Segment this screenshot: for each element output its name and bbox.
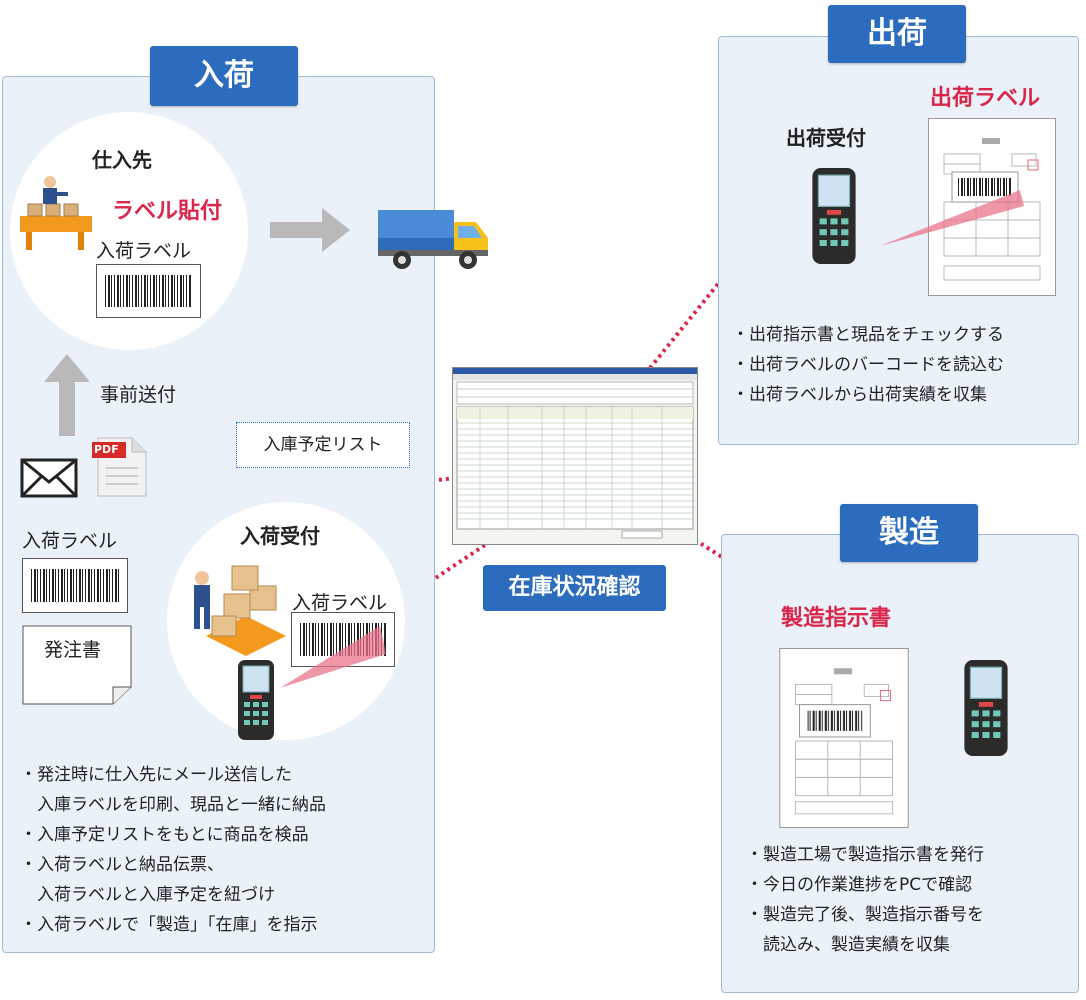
inventory-check-label: 在庫状況確認 <box>483 565 666 611</box>
order-doc: 発注書 <box>22 625 132 705</box>
seizo-bullet-4: 読込み、製造実績を収集 <box>746 935 950 955</box>
worker-conveyor-icon <box>20 176 92 250</box>
arrow-up-icon <box>44 354 90 436</box>
nyuka-label-receive-text: 入荷ラベル <box>292 592 388 614</box>
order-doc-text: 発注書 <box>44 639 102 661</box>
seizo-bullets: ・製造工場で製造指示書を発行 ・今日の作業進捗をPCで確認 ・製造完了後、製造指… <box>746 840 984 960</box>
seizo-scanner-icon <box>964 660 1008 756</box>
shukka-label-text: 出荷ラベル <box>930 86 1041 111</box>
manufacturing-document-icon <box>779 648 909 828</box>
seizo-instruction-text: 製造指示書 <box>781 606 892 631</box>
shukka-receive-label: 出荷受付 <box>786 126 866 150</box>
worker-boxes-icon <box>194 565 286 656</box>
nyuka-label-top-barcode <box>96 264 201 318</box>
advance-send-text: 事前送付 <box>100 384 177 406</box>
inventory-screen-thumbnail <box>452 367 698 545</box>
nyuka-header: 入荷 <box>150 46 298 106</box>
supplier-label: 仕入先 <box>92 148 152 172</box>
nyuka-label-left-text: 入荷ラベル <box>22 530 118 552</box>
shukka-header: 出荷 <box>828 5 966 63</box>
mail-icon <box>20 458 78 498</box>
scan-beam <box>280 626 386 688</box>
nyuka-bullet-6: ・入荷ラベルで「製造」「在庫」を指示 <box>20 915 318 935</box>
nyuka-bullet-4: ・入荷ラベルと納品伝票、 <box>20 855 224 875</box>
seizo-bullet-3: ・製造完了後、製造指示番号を <box>746 905 984 925</box>
shukka-scanner-icon <box>812 168 856 264</box>
pdf-text: PDF <box>94 443 119 456</box>
shukka-bullet-3: ・出荷ラベルから出荷実績を収集 <box>732 385 987 405</box>
seizo-bullet-1: ・製造工場で製造指示書を発行 <box>746 845 984 865</box>
shukka-scan-beam <box>880 190 1024 246</box>
shukka-bullet-2: ・出荷ラベルのバーコードを読込む <box>732 355 1004 375</box>
receive-label: 入荷受付 <box>240 524 320 548</box>
nyuka-label-left-barcode <box>22 558 128 613</box>
handheld-scanner-icon <box>238 660 274 740</box>
truck-icon <box>378 210 488 269</box>
label-paste-text: ラベル貼付 <box>112 199 223 224</box>
nyuka-bullet-5: 入荷ラベルと入庫予定を紐づけ <box>20 885 275 905</box>
arrow-right-icon <box>270 208 350 252</box>
nyuka-bullets: ・発注時に仕入先にメール送信した 入庫ラベルを印刷、現品と一緒に納品 ・入庫予定… <box>20 760 326 940</box>
shukka-bullets: ・出荷指示書と現品をチェックする ・出荷ラベルのバーコードを読込む ・出荷ラベル… <box>732 320 1004 410</box>
shukka-bullet-1: ・出荷指示書と現品をチェックする <box>732 325 1004 345</box>
nyuka-bullet-1: ・発注時に仕入先にメール送信した <box>20 765 292 785</box>
seizo-bullet-2: ・今日の作業進捗をPCで確認 <box>746 875 973 895</box>
pdf-icon: PDF <box>92 436 148 498</box>
schedule-list-box: 入庫予定リスト <box>236 422 410 468</box>
seizo-header: 製造 <box>840 504 978 562</box>
nyuka-label-top-text: 入荷ラベル <box>96 240 192 262</box>
nyuka-bullet-3: ・入庫予定リストをもとに商品を検品 <box>20 825 309 845</box>
nyuka-bullet-2: 入庫ラベルを印刷、現品と一緒に納品 <box>20 795 326 815</box>
